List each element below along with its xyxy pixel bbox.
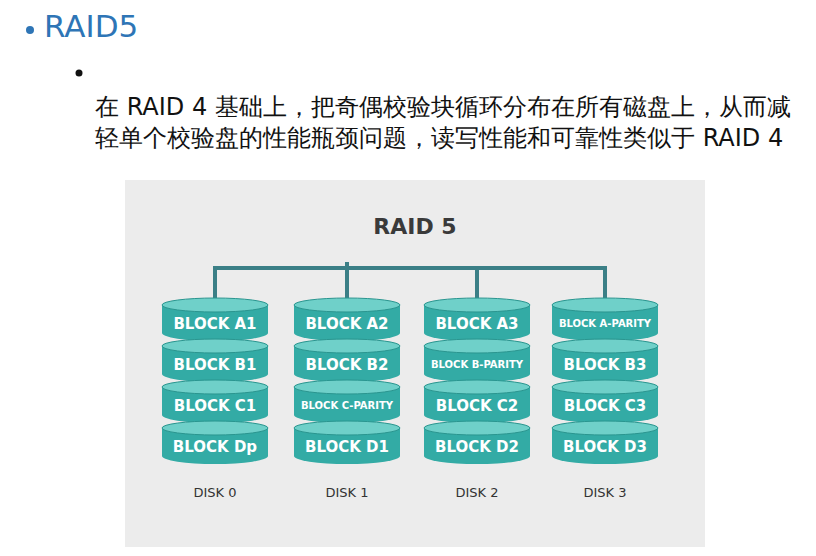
bus-bar xyxy=(215,266,605,270)
disk-block: BLOCK B1 xyxy=(161,338,269,384)
bullet-text: 在 RAID 4 基础上，把奇偶校验块循环分布在所有磁盘上，从而减轻单个校验盘的… xyxy=(95,92,811,154)
block-label: BLOCK A1 xyxy=(163,310,267,338)
cylinder-top xyxy=(294,380,400,394)
block-label: BLOCK D3 xyxy=(553,433,657,461)
bus-drop xyxy=(213,266,217,302)
panel-title: RAID 5 xyxy=(125,214,705,239)
cylinder-top xyxy=(162,339,268,353)
slide-title: RAID5 xyxy=(44,8,816,44)
block-label: BLOCK C-PARITY xyxy=(295,392,399,420)
disk-label: DISK 3 xyxy=(541,485,669,500)
disk-block: BLOCK A1 xyxy=(161,297,269,343)
disk-stack: DISK 0BLOCK A1BLOCK B1BLOCK C1BLOCK Dp xyxy=(161,297,269,512)
block-label: BLOCK B-PARITY xyxy=(425,351,529,379)
cylinder-top xyxy=(294,339,400,353)
cylinder-top xyxy=(294,298,400,312)
disk-label: DISK 0 xyxy=(151,485,279,500)
disk-label: DISK 2 xyxy=(413,485,541,500)
cylinder-top xyxy=(294,421,400,435)
disk-block: BLOCK A3 xyxy=(423,297,531,343)
disk-block: BLOCK Dp xyxy=(161,420,269,466)
disk-block: BLOCK B2 xyxy=(293,338,401,384)
bullet-dot xyxy=(26,26,34,34)
disk-block: BLOCK A2 xyxy=(293,297,401,343)
cylinder-top xyxy=(424,380,530,394)
bus-drop xyxy=(603,266,607,302)
block-label: BLOCK D2 xyxy=(425,433,529,461)
cylinder-top xyxy=(162,380,268,394)
disk-block: BLOCK D2 xyxy=(423,420,531,466)
block-label: BLOCK D1 xyxy=(295,433,399,461)
disk-block: BLOCK B3 xyxy=(551,338,659,384)
block-label: BLOCK C1 xyxy=(163,392,267,420)
cylinder-top xyxy=(424,421,530,435)
block-label: BLOCK A-PARITY xyxy=(553,310,657,338)
disk-stack: DISK 2BLOCK A3BLOCK B-PARITYBLOCK C2BLOC… xyxy=(423,297,531,512)
cylinder-top xyxy=(162,421,268,435)
disk-block: BLOCK C3 xyxy=(551,379,659,425)
cylinder-top xyxy=(424,339,530,353)
bus-drop xyxy=(345,266,349,302)
block-label: BLOCK Dp xyxy=(163,433,267,461)
block-label: BLOCK C3 xyxy=(553,392,657,420)
disk-block: BLOCK A-PARITY xyxy=(551,297,659,343)
disk-block: BLOCK C-PARITY xyxy=(293,379,401,425)
cylinder-top xyxy=(552,421,658,435)
block-label: BLOCK A2 xyxy=(295,310,399,338)
cylinder-top xyxy=(552,298,658,312)
block-label: BLOCK C2 xyxy=(425,392,529,420)
disk-block: BLOCK C1 xyxy=(161,379,269,425)
disk-label: DISK 1 xyxy=(283,485,411,500)
bullet-dot xyxy=(76,70,83,77)
disk-stack: DISK 1BLOCK A2BLOCK B2BLOCK C-PARITYBLOC… xyxy=(293,297,401,512)
raid-panel: RAID 5 DISK 0 BLOCK A1 BLOCK B1 BLOCK C1 BLOC… xyxy=(125,180,705,547)
disk-block: BLOCK C2 xyxy=(423,379,531,425)
disk-block: BLOCK D1 xyxy=(293,420,401,466)
cylinder-top xyxy=(162,298,268,312)
block-label: BLOCK B3 xyxy=(553,351,657,379)
block-label: BLOCK B1 xyxy=(163,351,267,379)
block-label: BLOCK B2 xyxy=(295,351,399,379)
disk-block: BLOCK B-PARITY xyxy=(423,338,531,384)
cylinder-top xyxy=(552,339,658,353)
disk-block: BLOCK D3 xyxy=(551,420,659,466)
block-label: BLOCK A3 xyxy=(425,310,529,338)
disk-stack: DISK 3BLOCK A-PARITYBLOCK B3BLOCK C3BLOC… xyxy=(551,297,659,512)
bus-drop xyxy=(475,266,479,302)
cylinder-top xyxy=(424,298,530,312)
cylinder-top xyxy=(552,380,658,394)
